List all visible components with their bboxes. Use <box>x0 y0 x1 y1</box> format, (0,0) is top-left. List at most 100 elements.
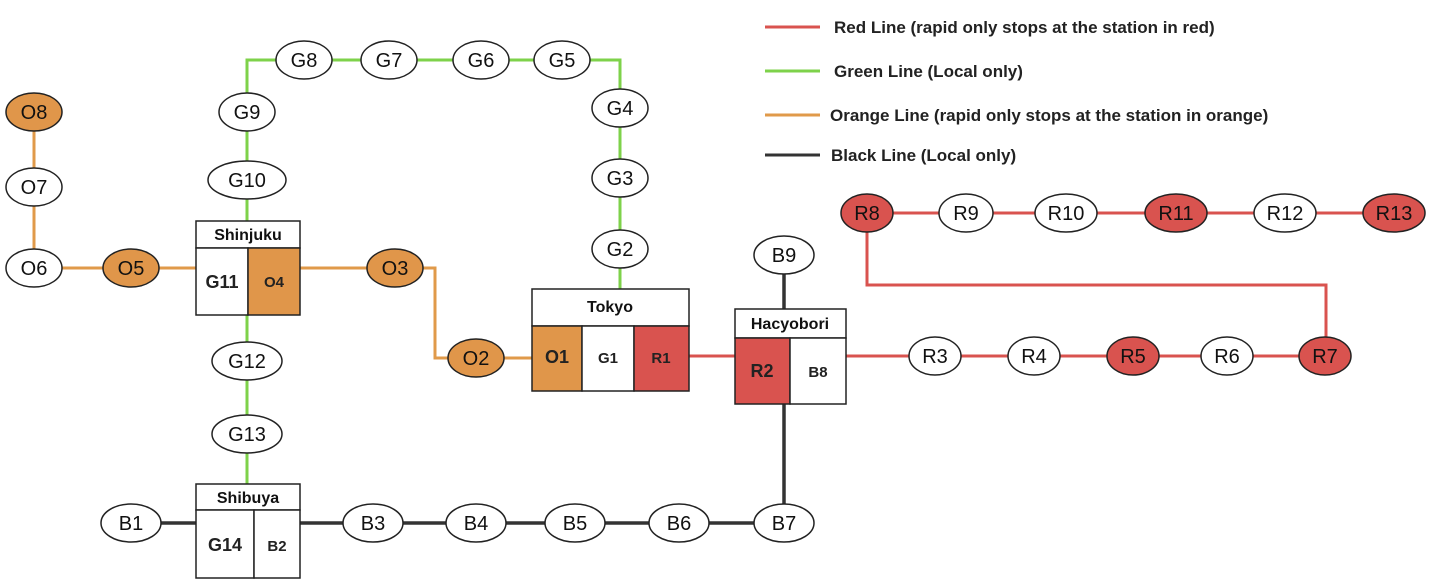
legend: Red Line (rapid only stops at the statio… <box>765 18 1268 165</box>
hub-shibuya-header <box>195 483 301 511</box>
svg-text:B9: B9 <box>772 245 796 267</box>
station-b7[interactable]: B7 <box>753 503 815 543</box>
hub-shibuya-label-g14: G14 <box>208 535 242 555</box>
svg-text:B7: B7 <box>772 513 796 535</box>
hub-shibuya-cell-g14 <box>195 509 255 579</box>
station-b5[interactable]: B5 <box>544 503 606 543</box>
svg-text:O6: O6 <box>21 258 48 280</box>
station-r3[interactable]: R3 <box>908 336 962 376</box>
hub-hacyobori-cell-r2 <box>734 337 791 405</box>
station-g10[interactable]: G10 <box>207 160 287 200</box>
svg-text:G3: G3 <box>607 168 634 190</box>
svg-text:O7: O7 <box>21 177 48 199</box>
station-b4[interactable]: B4 <box>445 503 507 543</box>
station-o6[interactable]: O6 <box>5 248 63 288</box>
hub-shinjuku-header <box>195 220 301 249</box>
hub-hacyobori-label-r2: R2 <box>750 361 773 381</box>
svg-text:O3: O3 <box>382 258 409 280</box>
station-g5[interactable]: G5 <box>533 40 591 80</box>
svg-text:R11: R11 <box>1158 203 1193 225</box>
hub-shinjuku-name: Shinjuku <box>214 227 282 244</box>
hub-hacyobori-name: Hacyobori <box>751 316 829 333</box>
station-r9[interactable]: R9 <box>938 193 994 233</box>
station-o2[interactable]: O2 <box>447 338 505 378</box>
svg-text:R3: R3 <box>922 346 948 368</box>
station-r12[interactable]: R12 <box>1253 193 1317 233</box>
svg-text:G12: G12 <box>228 351 266 373</box>
station-r5[interactable]: R5 <box>1106 336 1160 376</box>
station-g3[interactable]: G3 <box>591 158 649 198</box>
svg-text:R8: R8 <box>854 203 880 225</box>
hub-shinjuku-label-g11: G11 <box>205 272 238 292</box>
station-r8[interactable]: R8 <box>840 193 894 233</box>
station-o7[interactable]: O7 <box>5 167 63 207</box>
station-g7[interactable]: G7 <box>360 40 418 80</box>
station-r11[interactable]: R11 <box>1144 193 1208 233</box>
svg-text:R6: R6 <box>1214 346 1240 368</box>
hubs-layer: Shinjuku G11 O4 Tokyo O1 G1 R1 Hacyobori… <box>195 220 847 579</box>
station-o5[interactable]: O5 <box>102 248 160 288</box>
hub-shinjuku-label-o4: O4 <box>264 274 285 291</box>
station-g6[interactable]: G6 <box>452 40 510 80</box>
svg-text:G2: G2 <box>607 239 634 261</box>
station-g8[interactable]: G8 <box>275 40 333 80</box>
legend-item-black: Black Line (Local only) <box>765 146 1016 165</box>
station-b9[interactable]: B9 <box>753 235 815 275</box>
station-b6[interactable]: B6 <box>648 503 710 543</box>
svg-text:G4: G4 <box>607 98 634 120</box>
hub-tokyo-label-r1: R1 <box>651 350 670 367</box>
svg-text:B1: B1 <box>119 513 143 535</box>
station-g12[interactable]: G12 <box>211 341 283 381</box>
svg-text:R4: R4 <box>1021 346 1047 368</box>
svg-text:B5: B5 <box>563 513 587 535</box>
legend-label-red: Red Line (rapid only stops at the statio… <box>834 18 1215 37</box>
legend-label-black: Black Line (Local only) <box>831 146 1016 165</box>
hub-tokyo[interactable]: Tokyo O1 G1 R1 <box>531 288 690 392</box>
svg-text:R13: R13 <box>1376 203 1413 225</box>
hub-shinjuku-cell-o4 <box>247 247 301 316</box>
hub-shinjuku-cell-g11 <box>195 247 249 316</box>
station-r7[interactable]: R7 <box>1298 336 1352 376</box>
svg-text:B4: B4 <box>464 513 488 535</box>
station-g9[interactable]: G9 <box>218 92 276 132</box>
hub-shinjuku[interactable]: Shinjuku G11 O4 <box>195 220 301 316</box>
svg-text:R10: R10 <box>1048 203 1085 225</box>
legend-item-red: Red Line (rapid only stops at the statio… <box>765 18 1215 37</box>
station-g2[interactable]: G2 <box>591 229 649 269</box>
legend-label-orange: Orange Line (rapid only stops at the sta… <box>830 106 1268 125</box>
svg-text:G7: G7 <box>376 50 403 72</box>
hub-tokyo-label-o1: O1 <box>545 347 569 367</box>
hub-tokyo-label-g1: G1 <box>598 350 618 367</box>
svg-text:O2: O2 <box>463 348 490 370</box>
stations-layer: O8 O7 O6 O5 O3 O2 G8 G7 G6 G5 G4 G3 G2 G… <box>5 40 1426 543</box>
hub-tokyo-cell-r1 <box>633 325 690 392</box>
hub-tokyo-name: Tokyo <box>587 299 633 316</box>
station-r4[interactable]: R4 <box>1007 336 1061 376</box>
svg-text:O5: O5 <box>118 258 145 280</box>
svg-text:R5: R5 <box>1120 346 1146 368</box>
svg-text:G13: G13 <box>228 424 266 446</box>
station-r10[interactable]: R10 <box>1034 193 1098 233</box>
svg-text:B3: B3 <box>361 513 385 535</box>
station-b3[interactable]: B3 <box>342 503 404 543</box>
svg-text:G5: G5 <box>549 50 576 72</box>
svg-text:G9: G9 <box>234 102 261 124</box>
hub-hacyobori-cell-b8 <box>789 337 847 405</box>
station-o3[interactable]: O3 <box>366 248 424 288</box>
svg-text:R9: R9 <box>953 203 979 225</box>
station-r13[interactable]: R13 <box>1362 193 1426 233</box>
station-g13[interactable]: G13 <box>211 414 283 454</box>
hub-shibuya-name: Shibuya <box>217 490 279 507</box>
station-b1[interactable]: B1 <box>100 503 162 543</box>
hub-tokyo-cell-g1 <box>581 325 635 392</box>
hub-shibuya[interactable]: Shibuya G14 B2 <box>195 483 301 579</box>
hub-hacyobori[interactable]: Hacyobori R2 B8 <box>734 308 847 405</box>
hub-hacyobori-label-b8: B8 <box>808 364 827 381</box>
legend-item-green: Green Line (Local only) <box>765 62 1023 81</box>
hub-shibuya-cell-b2 <box>253 509 301 579</box>
station-o8[interactable]: O8 <box>5 92 63 132</box>
station-r6[interactable]: R6 <box>1200 336 1254 376</box>
station-g4[interactable]: G4 <box>591 88 649 128</box>
legend-label-green: Green Line (Local only) <box>834 62 1023 81</box>
